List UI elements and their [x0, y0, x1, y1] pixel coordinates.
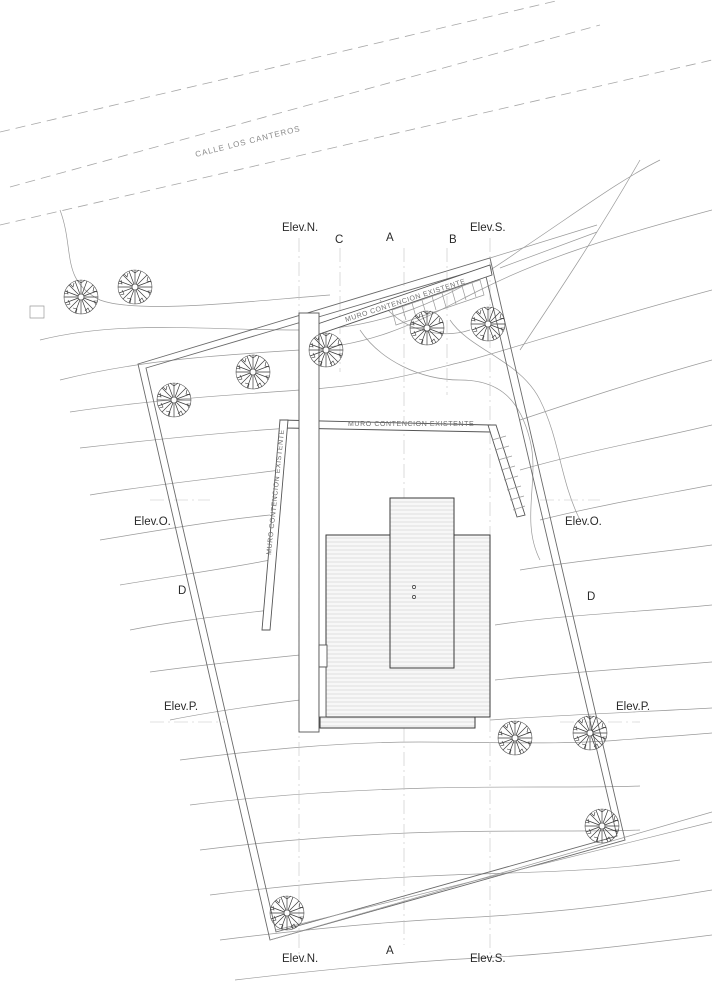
street-name: CALLE LOS CANTEROS [194, 124, 301, 159]
lot-boundary [137, 224, 712, 941]
tree-icon [409, 310, 445, 346]
tree-icon [235, 354, 271, 390]
tree-icon [63, 279, 99, 315]
tree-icon [269, 895, 305, 931]
elevation-label-p-right: Elev.P. [616, 701, 650, 713]
tree-icon [584, 808, 620, 844]
section-label-d-left: D [178, 585, 186, 597]
elevation-label-n-bottom: Elev.N. [282, 953, 318, 965]
wall-label-top: MURO CONTENCION EXISTENTE [344, 278, 466, 324]
tree-icon [156, 382, 192, 418]
wall-label-middle: MURO CONTENCION EXISTENTE [348, 421, 474, 428]
street-lines [0, 0, 712, 319]
section-label-d-right: D [587, 591, 595, 603]
tree-icon [308, 332, 344, 368]
tree-icon [572, 715, 608, 751]
tree-icon [470, 306, 506, 342]
elevation-label-o-left: Elev.O. [134, 516, 171, 528]
section-label-b-top: B [449, 234, 457, 246]
retaining-wall-left [261, 419, 289, 631]
section-label-c-top: C [335, 234, 343, 246]
elevation-label-s-bottom: Elev.S. [470, 953, 506, 965]
section-label-a-bottom: A [386, 945, 394, 957]
tree-icon [117, 269, 153, 305]
section-label-a-top: A [386, 232, 394, 244]
elevation-label-p-left: Elev.P. [164, 701, 198, 713]
elevation-label-s-top: Elev.S. [470, 222, 506, 234]
elevation-label-n-top: Elev.N. [282, 222, 318, 234]
elevation-label-o-right: Elev.O. [565, 516, 602, 528]
building-footprint [298, 312, 491, 733]
tree-icon [497, 720, 533, 756]
